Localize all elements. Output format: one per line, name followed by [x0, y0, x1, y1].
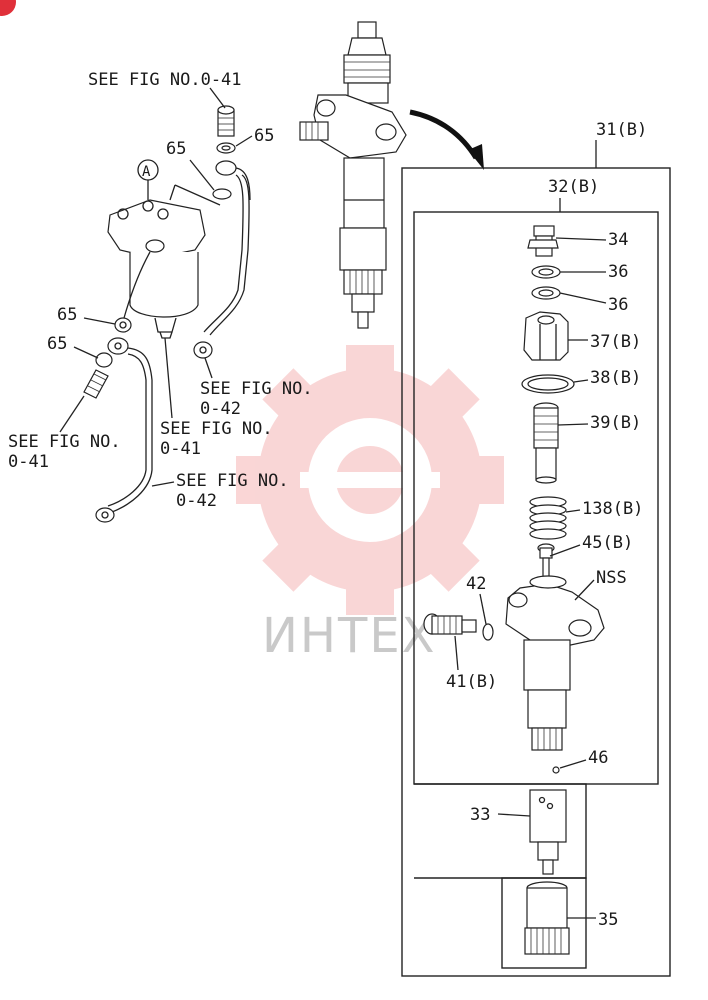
watermark-gear-logo: [236, 345, 504, 615]
part-35-retaining-nut: [524, 881, 570, 955]
part-nozzle-holder-body: [505, 575, 605, 751]
circle-a-label: A: [142, 164, 151, 180]
callout-65-left-a: 65: [57, 305, 77, 325]
ref-see-041-c: 0-41: [160, 439, 201, 459]
injector-assembly-top: [299, 21, 407, 329]
part-41-connector: [423, 613, 477, 635]
corner-badge: [0, 0, 16, 16]
ref-see-042-a: 0-42: [200, 399, 241, 419]
part-33-nozzle: [529, 789, 567, 875]
ref-see-no-a: SEE FIG NO.: [200, 379, 313, 399]
callout-37b: 37(B): [590, 332, 641, 352]
callout-33: 33: [470, 805, 490, 825]
ref-see-no-c: SEE FIG NO.: [160, 419, 273, 439]
washer-65-left-b: [95, 352, 113, 368]
part-42-washer: [482, 623, 494, 641]
exploded-view-arrow: [409, 109, 479, 160]
callout-38b: 38(B): [590, 368, 641, 388]
ref-see-041-top: SEE FIG NO.0-41: [88, 70, 242, 90]
callout-46: 46: [588, 748, 608, 768]
banjo-fitting-top: [215, 160, 251, 201]
part-39-sleeve: [533, 402, 559, 484]
ref-see-041-b: 0-41: [8, 452, 49, 472]
callout-32b: 32(B): [548, 177, 599, 197]
callout-41b: 41(B): [446, 672, 497, 692]
part-37-nut: [523, 311, 569, 361]
callout-65-top: 65: [254, 126, 274, 146]
label-nss: NSS: [596, 568, 627, 588]
callout-65-mid: 65: [166, 139, 186, 159]
callout-31b: 31(B): [596, 120, 647, 140]
eye-bolt-top: [217, 105, 235, 137]
callout-34: 34: [608, 230, 628, 250]
watermark-text: ИНТЕХ: [262, 608, 437, 664]
banjo-fitting-left: [107, 337, 129, 355]
part-138-spring: [529, 496, 567, 540]
callout-36-b: 36: [608, 295, 628, 315]
group-box-31b: [401, 167, 671, 977]
washer-65-mid: [212, 188, 232, 200]
group-box-35: [501, 877, 587, 969]
callout-42: 42: [466, 574, 486, 594]
group-box-33: [414, 783, 587, 879]
callout-36-a: 36: [608, 262, 628, 282]
callout-138b: 138(B): [582, 499, 643, 519]
eye-bolt-left: [83, 369, 109, 399]
part-45-pushrod: [537, 543, 555, 583]
ref-see-042-d: 0-42: [176, 491, 217, 511]
callout-39b: 39(B): [590, 413, 641, 433]
washer-65-left-a: [114, 317, 132, 333]
fuel-filter-assembly: A: [83, 105, 251, 523]
part-46-pin: [552, 766, 560, 774]
part-34-bolt: [527, 225, 559, 257]
callout-35: 35: [598, 910, 618, 930]
filter-bowl: [129, 252, 199, 339]
ref-see-no-b: SEE FIG NO.: [8, 432, 121, 452]
fuel-pipe-lower: [111, 347, 153, 513]
callout-45b: 45(B): [582, 533, 633, 553]
callout-65-left-b: 65: [47, 334, 67, 354]
fuel-pipe-right: [209, 174, 250, 336]
ref-see-no-d: SEE FIG NO.: [176, 471, 289, 491]
filter-head: [107, 184, 221, 259]
